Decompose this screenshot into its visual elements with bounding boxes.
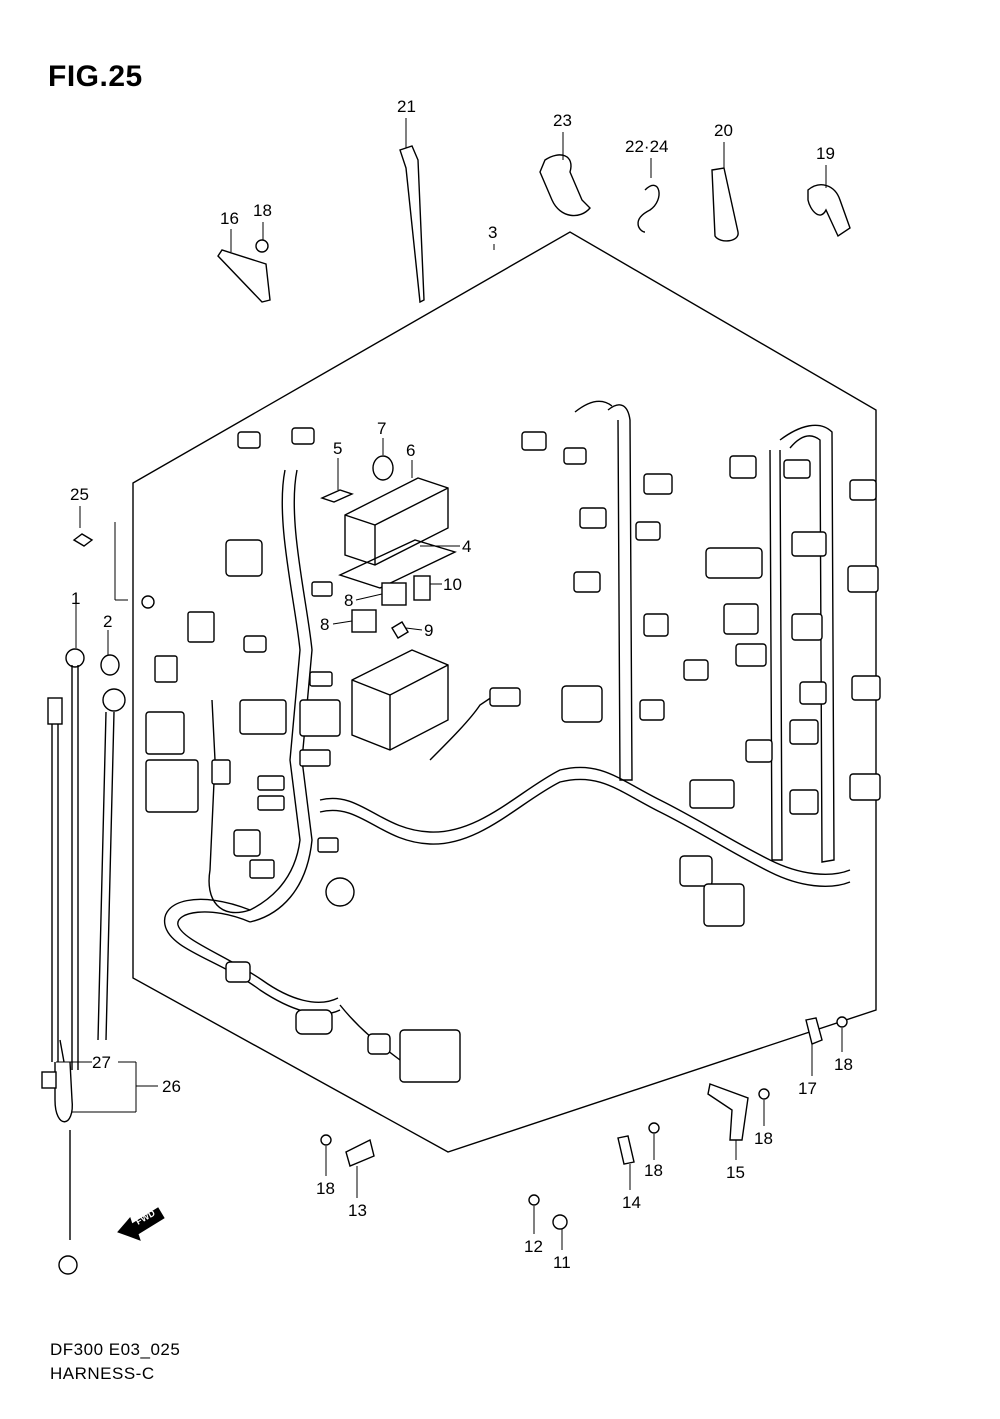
leader-lines xyxy=(56,118,843,1250)
callout-26: 26 xyxy=(162,1077,181,1096)
callout-17: 17 xyxy=(798,1079,817,1098)
callout-1: 1 xyxy=(71,589,80,608)
callout-18-c: 18 xyxy=(754,1129,773,1148)
callout-7: 7 xyxy=(377,419,386,438)
callout-23: 23 xyxy=(553,111,572,130)
callout-4: 4 xyxy=(462,537,471,556)
callout-25: 25 xyxy=(70,485,89,504)
top-loose-parts xyxy=(217,145,851,304)
callout-10: 10 xyxy=(443,575,462,594)
figure-title: FIG.25 xyxy=(48,60,143,93)
callout-20: 20 xyxy=(714,121,733,140)
fuse-box-group xyxy=(320,455,457,751)
callout-9: 9 xyxy=(424,621,433,640)
callout-19: 19 xyxy=(816,144,835,163)
callout-22-24: 22·24 xyxy=(625,137,668,156)
callout-6: 6 xyxy=(406,441,415,460)
harness-connectors xyxy=(145,427,881,1083)
callout-8-upper: 8 xyxy=(344,591,353,610)
callout-8-lower: 8 xyxy=(320,615,329,634)
bottom-loose-parts xyxy=(72,533,848,1230)
callout-13: 13 xyxy=(348,1201,367,1220)
callout-3: 3 xyxy=(488,223,497,242)
callout-21: 21 xyxy=(397,97,416,116)
callout-12: 12 xyxy=(524,1237,543,1256)
callout-18-a: 18 xyxy=(316,1179,335,1198)
callout-11: 11 xyxy=(553,1253,571,1272)
forward-direction-arrow: FWD xyxy=(117,1207,165,1241)
model-code: DF300 E03_025 xyxy=(50,1340,181,1359)
callout-2: 2 xyxy=(103,612,112,631)
callout-labels: 21 23 22·24 20 19 16 18 3 5 7 6 4 10 8 8… xyxy=(70,97,853,1272)
figure-name: HARNESS-C xyxy=(50,1364,155,1383)
callout-18-top: 18 xyxy=(253,201,272,220)
callout-18-b: 18 xyxy=(644,1161,663,1180)
battery-cables xyxy=(41,648,126,1275)
callout-18-d: 18 xyxy=(834,1055,853,1074)
callout-16: 16 xyxy=(220,209,239,228)
harness-assembly-box xyxy=(132,231,877,1153)
callout-27: 27 xyxy=(92,1053,111,1072)
callout-15: 15 xyxy=(726,1163,745,1182)
callout-5: 5 xyxy=(333,439,342,458)
callout-14: 14 xyxy=(622,1193,641,1212)
